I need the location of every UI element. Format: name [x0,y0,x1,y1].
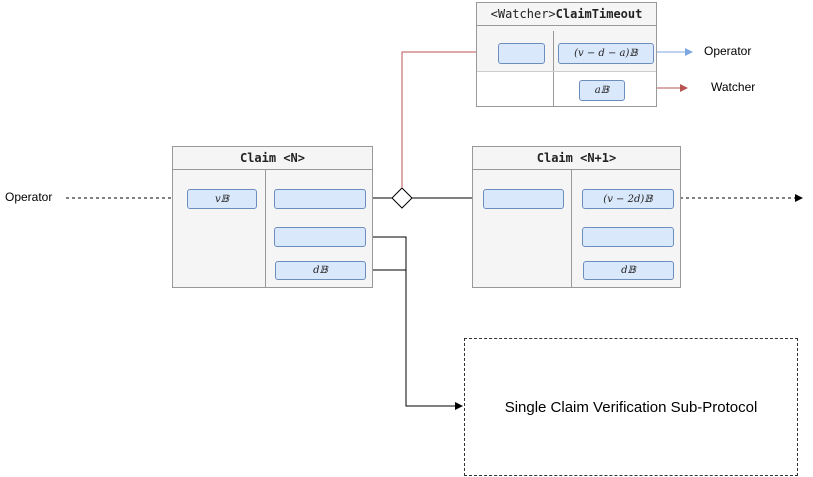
timeout-input-slot [498,43,545,64]
claim-n1-output-slot-1: (v − 2d)𝔹 [582,189,674,209]
claim-n1-output-slot-2 [582,227,674,247]
claim-n-title: Claim <N> [173,147,372,170]
watcher-claim-timeout-title: <Watcher>ClaimTimeout [477,3,656,26]
claim-n-output-slot-2 [274,227,366,247]
watcher-right-label: Watcher [711,80,756,94]
claim-n-output-slot-1 [274,189,366,209]
timeout-output-operator: (v − d − a)𝔹 [558,43,654,64]
gateway-to-timeout-edge [401,48,497,188]
watcher-claim-timeout-node[interactable]: <Watcher>ClaimTimeout (v − d − a)𝔹 a𝔹 [476,2,657,107]
claim-n1-node[interactable]: Claim <N+1> (v − 2d)𝔹 d𝔹 [472,146,681,288]
timeout-output-watcher: a𝔹 [579,80,625,101]
operator-left-label: Operator [5,190,53,204]
single-claim-verification-subprotocol[interactable]: Single Claim Verification Sub-Protocol [464,338,798,476]
claim-n-output-slot-3: d𝔹 [275,261,366,280]
subprotocol-label: Single Claim Verification Sub-Protocol [504,398,758,416]
claim-n1-title: Claim <N+1> [473,147,680,170]
claim-n-to-subprotocol-edge-2 [365,269,463,410]
claim-n-input-slot: v𝔹 [187,189,257,209]
claim-n-node[interactable]: Claim <N> v𝔹 d𝔹 [172,146,373,288]
gateway-diamond [391,187,413,209]
operator-right-label: Operator [704,44,752,58]
claim-n1-input-slot [483,189,564,209]
claim-n1-output-slot-3: d𝔹 [583,261,674,280]
